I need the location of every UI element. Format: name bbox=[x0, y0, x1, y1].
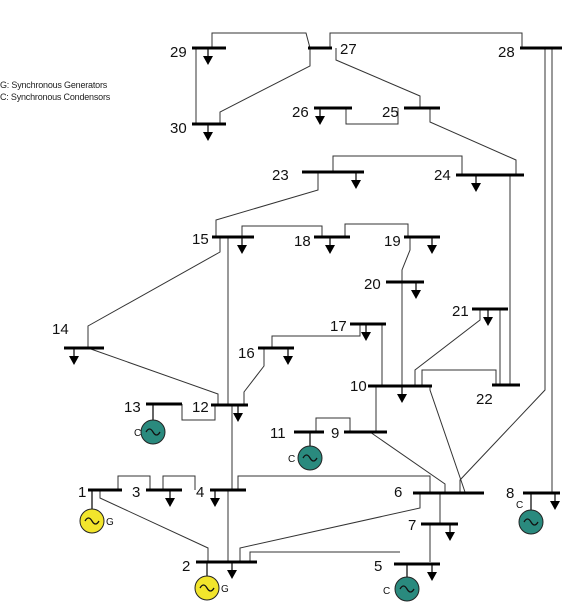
machine-tag-bus-5: C bbox=[383, 586, 390, 597]
load-arrow-icon-bus-15 bbox=[237, 245, 247, 254]
load-arrow-icon-bus-21 bbox=[483, 317, 493, 326]
bus-label-7: 7 bbox=[408, 517, 416, 534]
bus-label-30: 30 bbox=[170, 120, 187, 137]
bus-labels: 1 2 3 4 5 6 7 8 9 10 11 12 13 14 15 16 1… bbox=[52, 41, 515, 575]
machines: G G C C C C bbox=[79, 404, 544, 602]
bus-label-24: 24 bbox=[434, 167, 451, 184]
bus-label-18: 18 bbox=[294, 233, 311, 250]
line-4-6 bbox=[237, 475, 431, 492]
bus-label-4: 4 bbox=[196, 484, 204, 501]
sine-wave-icon-bus-13 bbox=[145, 428, 161, 436]
load-arrow-icon-bus-20 bbox=[411, 290, 421, 299]
bus-label-3: 3 bbox=[132, 484, 140, 501]
bus-label-26: 26 bbox=[292, 104, 309, 121]
load-arrow-icon-bus-26 bbox=[315, 116, 325, 125]
line-12-13 bbox=[181, 404, 216, 421]
bus-label-22: 22 bbox=[476, 391, 493, 408]
line-25-26 bbox=[345, 108, 399, 125]
bus-label-13: 13 bbox=[124, 399, 141, 416]
machine-tag-bus-2: G bbox=[221, 584, 229, 595]
load-arrow-icon-bus-18 bbox=[325, 245, 335, 254]
load-arrow-icon-bus-16 bbox=[283, 356, 293, 365]
load-arrow-icon-bus-2 bbox=[227, 570, 237, 579]
load-arrow-icon-bus-23 bbox=[351, 180, 361, 189]
legend-generators: G: Synchronous Generators bbox=[0, 80, 108, 90]
legend-condensors: C: Synchronous Condensors bbox=[0, 92, 111, 102]
bus-label-23: 23 bbox=[272, 167, 289, 184]
bus-label-2: 2 bbox=[182, 558, 190, 575]
bus-bars bbox=[64, 46, 562, 566]
line-12-16 bbox=[243, 348, 265, 404]
bus-label-27: 27 bbox=[340, 41, 357, 58]
bus-label-12: 12 bbox=[192, 399, 209, 416]
line-12-14 bbox=[87, 347, 219, 404]
bus-label-19: 19 bbox=[384, 233, 401, 250]
line-23-24 bbox=[332, 155, 463, 174]
bus-label-29: 29 bbox=[170, 44, 187, 61]
line-19-20 bbox=[401, 236, 411, 282]
sine-wave-icon-bus-8 bbox=[523, 518, 539, 526]
load-arrow-icon-bus-30 bbox=[203, 132, 213, 141]
bus-label-28: 28 bbox=[498, 44, 515, 61]
bus-label-11: 11 bbox=[270, 425, 286, 442]
sine-wave-icon-bus-1 bbox=[84, 517, 100, 525]
line-6-28 bbox=[459, 48, 546, 492]
load-arrow-icon-bus-3 bbox=[165, 498, 175, 507]
machine-tag-bus-13: C bbox=[134, 428, 141, 439]
load-arrow-icon-bus-29 bbox=[203, 56, 213, 65]
sine-wave-icon-bus-2 bbox=[199, 584, 215, 592]
line-10-22 bbox=[421, 369, 497, 385]
bus-label-25: 25 bbox=[382, 104, 399, 121]
bus-label-5: 5 bbox=[374, 558, 382, 575]
load-arrow-icon-bus-14 bbox=[69, 356, 79, 365]
line-10-21 bbox=[414, 308, 481, 385]
load-arrow-icon-bus-17 bbox=[361, 332, 371, 341]
bus-label-10: 10 bbox=[350, 378, 367, 395]
bus-label-14: 14 bbox=[52, 321, 69, 338]
load-arrow-icon-bus-12 bbox=[233, 413, 243, 422]
line-1-3 bbox=[117, 475, 151, 490]
line-2-6 bbox=[239, 494, 421, 562]
line-16-17 bbox=[271, 324, 361, 348]
load-arrow-icon-bus-10 bbox=[397, 394, 407, 403]
line-24-25 bbox=[429, 108, 517, 175]
sine-wave-icon-bus-5 bbox=[399, 585, 415, 593]
line-6-10 bbox=[429, 385, 466, 493]
line-27-28 bbox=[329, 32, 523, 48]
bus-label-16: 16 bbox=[238, 345, 255, 362]
machine-tag-bus-11: C bbox=[288, 454, 295, 465]
line-25-27 bbox=[335, 48, 421, 108]
bus-label-1: 1 bbox=[78, 484, 86, 501]
line-9-11 bbox=[315, 417, 351, 432]
line-18-19 bbox=[344, 223, 409, 236]
load-arrow-icon-bus-5 bbox=[427, 572, 437, 581]
line-2-5 bbox=[249, 551, 400, 562]
bus-label-21: 21 bbox=[452, 303, 469, 320]
sine-wave-icon-bus-11 bbox=[302, 454, 318, 462]
bus-label-9: 9 bbox=[331, 425, 339, 442]
load-arrow-icon-bus-8 bbox=[550, 501, 560, 510]
line-27-29 bbox=[211, 32, 311, 49]
bus-label-15: 15 bbox=[192, 231, 209, 248]
bus-label-20: 20 bbox=[364, 276, 381, 293]
bus-label-6: 6 bbox=[394, 484, 402, 501]
line-14-15 bbox=[87, 238, 221, 348]
line-3-4 bbox=[162, 475, 196, 490]
line-15-23 bbox=[215, 172, 319, 236]
line-15-18 bbox=[241, 225, 323, 236]
bus-label-17: 17 bbox=[330, 318, 347, 335]
line-27-30 bbox=[219, 48, 311, 124]
load-arrow-icon-bus-4 bbox=[210, 498, 220, 507]
line-1-2 bbox=[99, 490, 209, 562]
machine-tag-bus-1: G bbox=[106, 517, 114, 528]
bus-label-8: 8 bbox=[506, 485, 514, 502]
load-arrow-icon-bus-7 bbox=[445, 532, 455, 541]
machine-tag-bus-8: C bbox=[516, 500, 523, 511]
load-arrow-icon-bus-19 bbox=[427, 245, 437, 254]
load-arrow-icon-bus-24 bbox=[471, 183, 481, 192]
line-6-9 bbox=[369, 431, 446, 492]
loads bbox=[69, 48, 560, 581]
